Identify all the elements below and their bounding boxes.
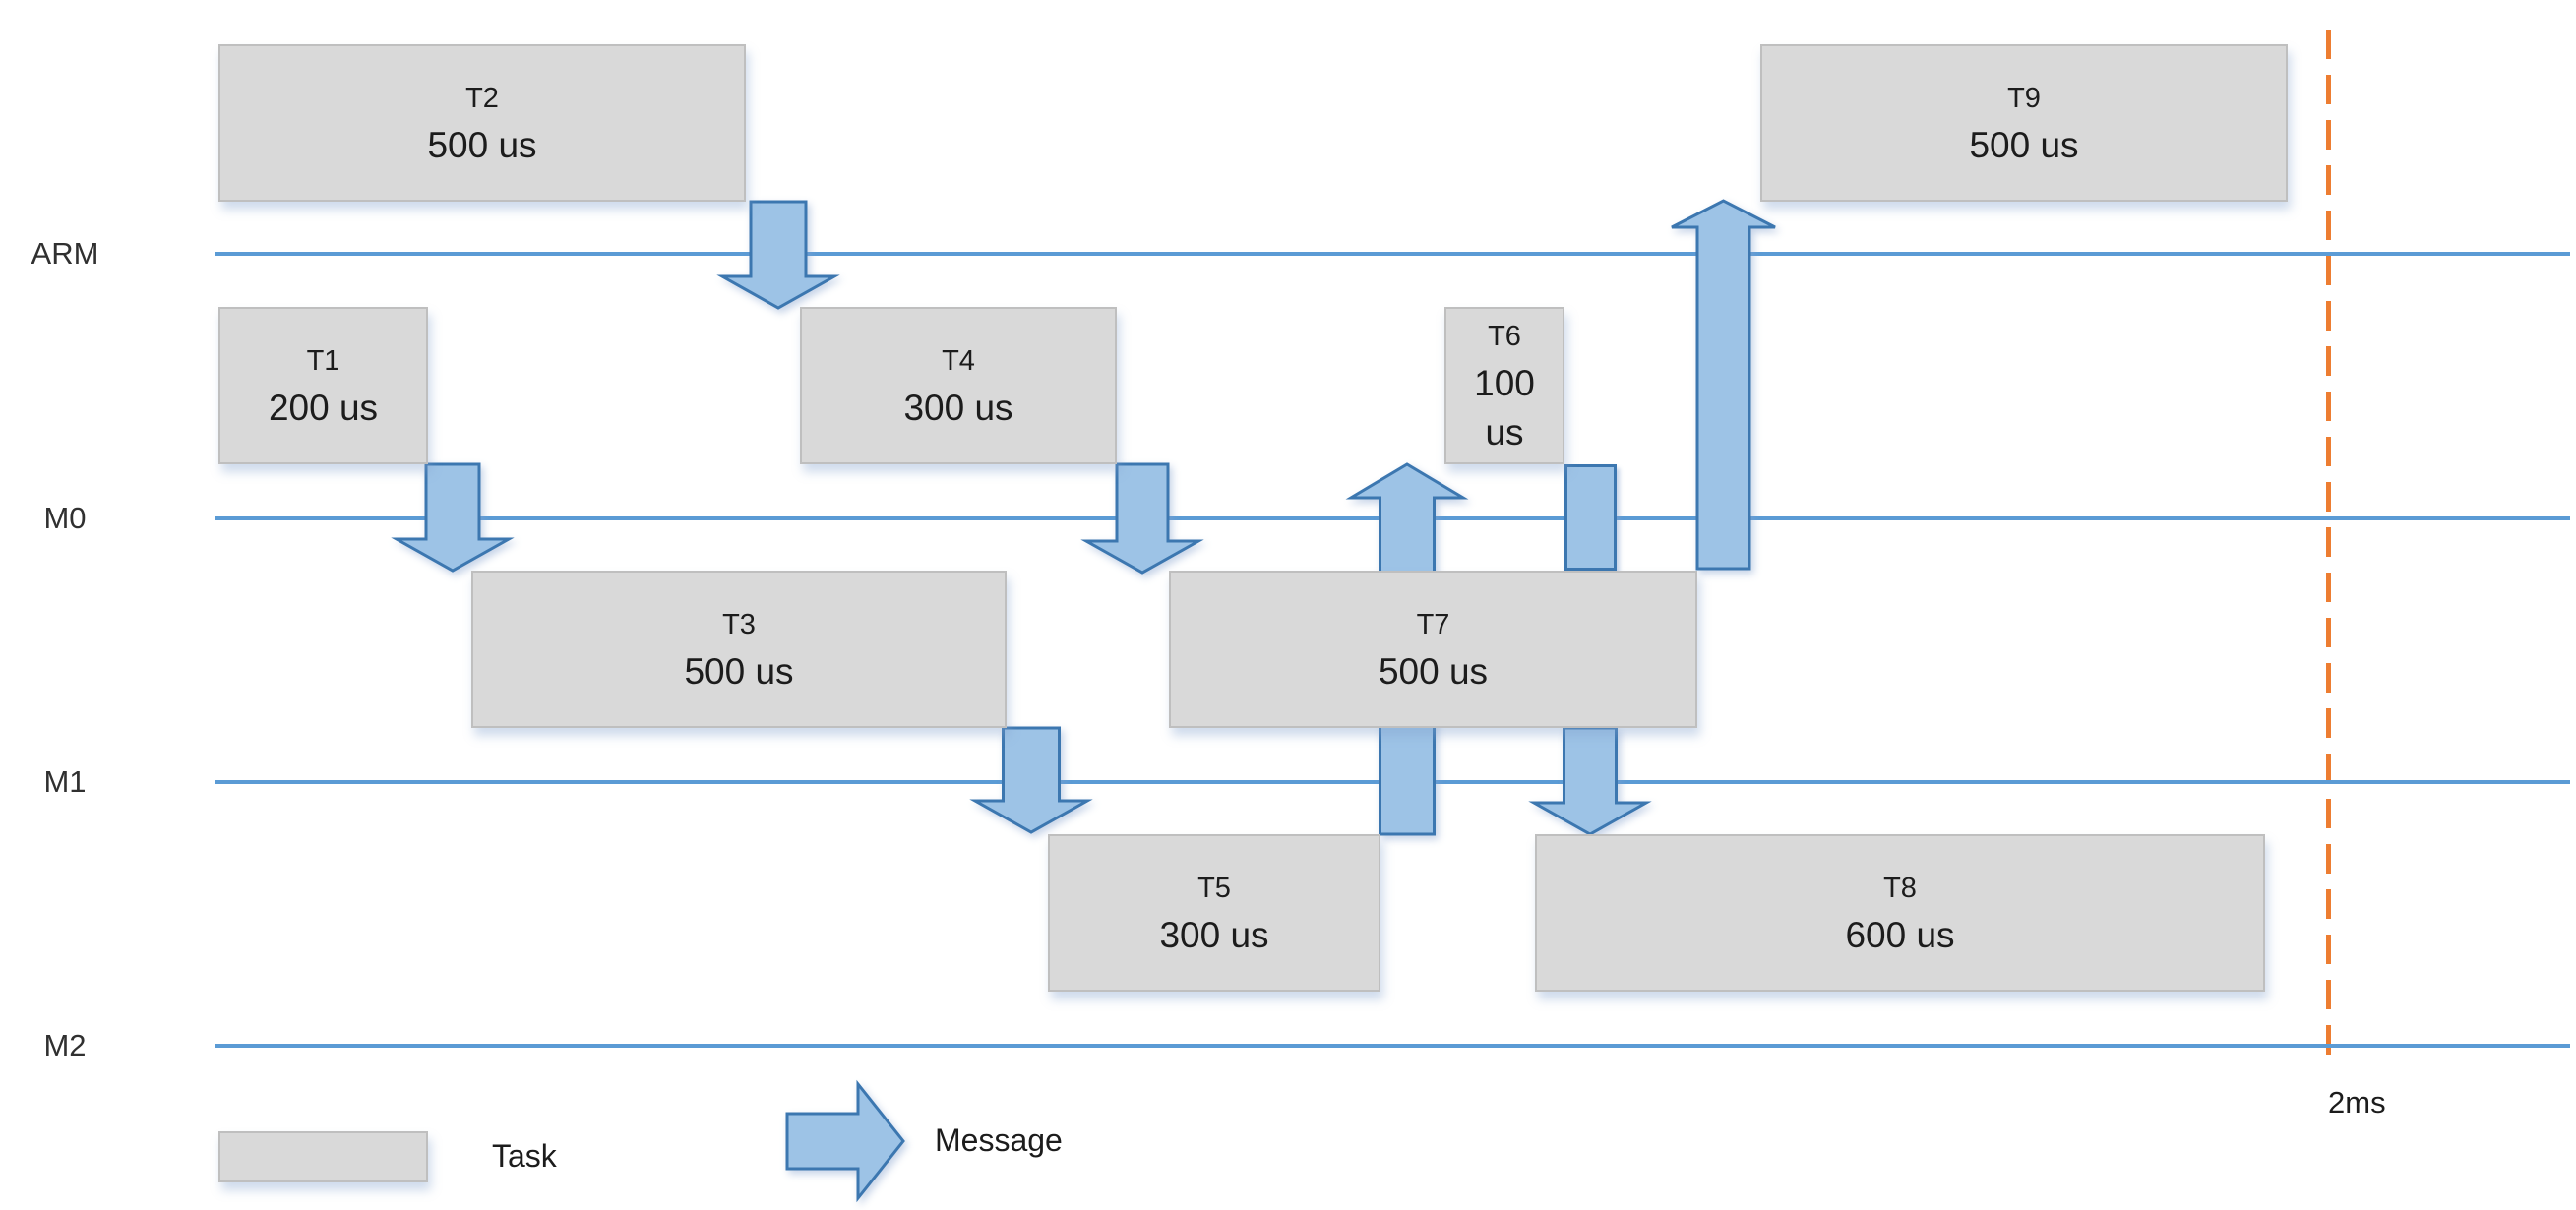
- task-T6: T6 100 us: [1444, 307, 1564, 464]
- task-duration: 500 us: [1378, 651, 1489, 692]
- task-name: T4: [942, 345, 975, 377]
- legend-message-label: Message: [935, 1122, 1063, 1158]
- task-duration: 500 us: [427, 125, 537, 165]
- task-duration: 600 us: [1845, 915, 1955, 955]
- task-name: T2: [465, 83, 499, 114]
- task-name: T6: [1488, 321, 1521, 352]
- lane-label-m1: M1: [43, 764, 87, 799]
- msg-t3-t5-arrow: [969, 726, 1093, 834]
- lane-label-m0: M0: [43, 501, 87, 535]
- task-duration: 200 us: [268, 388, 379, 428]
- msg-t4-t7-arrow: [1080, 462, 1204, 575]
- message-arrow-icon: [785, 1079, 905, 1203]
- lane-label-arm: ARM: [31, 236, 99, 271]
- task-T9: T9 500 us: [1760, 44, 2288, 202]
- task-T8: T8 600 us: [1535, 834, 2265, 992]
- task-duration: 300 us: [1159, 915, 1269, 955]
- lane-line-arm: [215, 252, 2570, 256]
- task-T7: T7 500 us: [1169, 571, 1697, 728]
- legend-task-label: Task: [492, 1138, 557, 1174]
- task-name: T1: [306, 345, 340, 377]
- task-name: T8: [1883, 873, 1917, 904]
- task-name: T7: [1416, 609, 1450, 640]
- task-duration: us: [1485, 412, 1524, 453]
- task-name: T3: [722, 609, 756, 640]
- task-name: T9: [2007, 83, 2041, 114]
- task-duration: 500 us: [1969, 125, 2079, 165]
- task-T5: T5 300 us: [1048, 834, 1380, 992]
- task-name: T5: [1197, 873, 1231, 904]
- lane-label-m2: M2: [43, 1028, 87, 1062]
- task-T2: T2 500 us: [218, 44, 746, 202]
- legend-task-swatch: [218, 1131, 428, 1182]
- task-T3: T3 500 us: [471, 571, 1007, 728]
- msg-t7-t9-arrow: [1670, 199, 1776, 571]
- task-duration: 100: [1474, 363, 1535, 403]
- task-duration: 500 us: [684, 651, 794, 692]
- msg-t6-t7-connector: [1564, 464, 1617, 571]
- task-T1: T1 200 us: [218, 307, 428, 464]
- msg-t2-t4-arrow: [716, 200, 840, 310]
- msg-t7-t8-arrow: [1528, 726, 1652, 836]
- task-duration: 300 us: [903, 388, 1013, 428]
- lane-line-m2: [215, 1044, 2570, 1048]
- msg-t1-t3-arrow: [391, 462, 515, 573]
- deadline-2ms-line: [2326, 30, 2331, 1067]
- task-T4: T4 300 us: [800, 307, 1117, 464]
- deadline-label: 2ms: [2328, 1085, 2386, 1119]
